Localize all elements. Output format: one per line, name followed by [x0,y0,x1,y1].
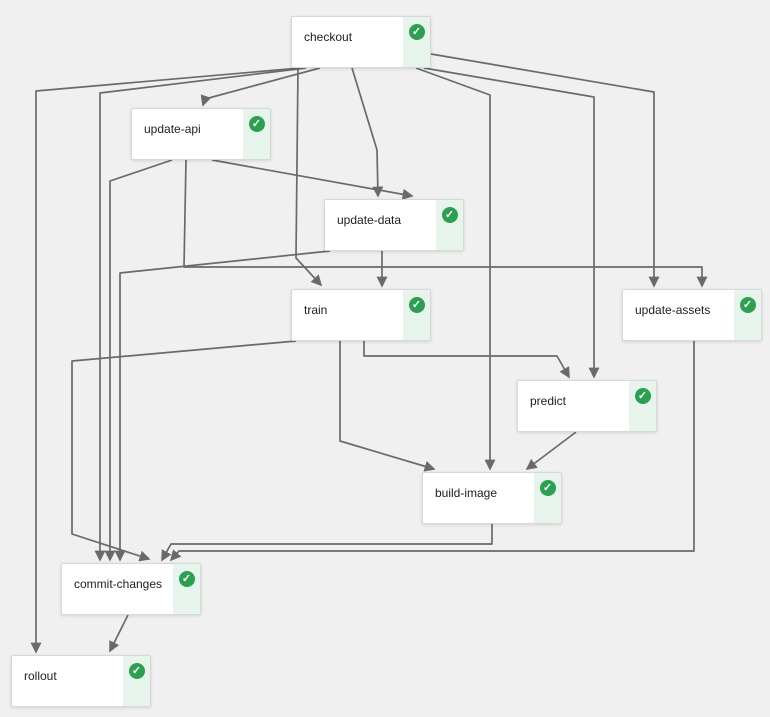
node-label: commit-changes [74,577,163,591]
edge-checkout-build-image [415,67,496,471]
edge-predict-build-image [525,431,577,470]
node-rollout[interactable]: rollout ✓ [11,655,151,707]
node-checkout[interactable]: checkout ✓ [291,16,431,68]
node-label: predict [530,394,567,408]
edge-update-data-commit-changes [114,250,331,562]
edge-commit-changes-rollout [109,614,129,653]
status-strip: ✓ [123,656,150,706]
node-label: rollout [24,669,57,683]
status-strip: ✓ [629,381,656,431]
edge-checkout-train [295,67,323,287]
success-check-icon: ✓ [248,116,265,132]
node-commit-changes[interactable]: commit-changes ✓ [61,563,201,615]
status-strip: ✓ [436,200,463,250]
node-predict[interactable]: predict ✓ [517,380,657,432]
edge-checkout-update-data [351,67,384,198]
edge-update-api-update-data [211,159,414,200]
edge-checkout-update-assets [430,53,660,288]
status-strip: ✓ [403,17,430,67]
status-strip: ✓ [403,290,430,340]
node-label: update-data [337,213,402,227]
status-strip: ✓ [243,109,270,159]
success-check-icon: ✓ [128,663,145,679]
edge-build-image-commit-changes [161,524,493,562]
node-label: train [304,303,328,317]
status-strip: ✓ [173,564,200,614]
success-check-icon: ✓ [634,388,651,404]
success-check-icon: ✓ [408,24,425,40]
node-label: build-image [435,486,498,500]
edge-checkout-rollout [30,67,301,654]
node-label: checkout [304,30,353,44]
node-label: update-api [144,122,201,136]
success-check-icon: ✓ [441,207,458,223]
node-build-image[interactable]: build-image ✓ [422,472,562,524]
edge-train-predict [363,341,570,379]
edge-update-api-update-assets [183,159,708,288]
success-check-icon: ✓ [739,297,756,313]
edge-update-assets-commit-changes [169,341,695,562]
success-check-icon: ✓ [539,480,556,496]
edge-checkout-update-api [200,67,321,107]
edge-train-build-image [339,341,436,472]
edge-checkout-commit-changes [94,67,307,562]
edge-checkout-predict [423,67,600,379]
success-check-icon: ✓ [408,297,425,313]
node-update-api[interactable]: update-api ✓ [131,108,271,160]
success-check-icon: ✓ [178,571,195,587]
node-label: update-assets [635,303,711,317]
edge-train-commit-changes [71,340,297,562]
node-update-data[interactable]: update-data ✓ [324,199,464,251]
edge-update-api-commit-changes [104,159,173,562]
status-strip: ✓ [734,290,761,340]
node-train[interactable]: train ✓ [291,289,431,341]
node-update-assets[interactable]: update-assets ✓ [622,289,762,341]
status-strip: ✓ [534,473,561,523]
